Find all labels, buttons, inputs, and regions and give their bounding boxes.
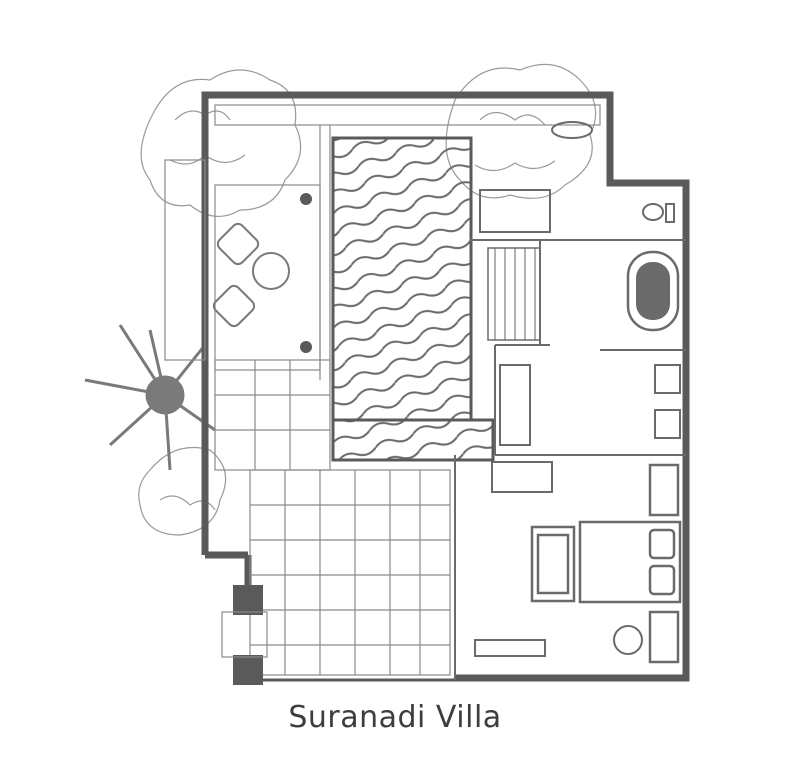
bathroom (470, 239, 686, 456)
sink-icon (479, 121, 681, 439)
toilet-icon (642, 203, 675, 223)
pool (331, 136, 473, 422)
table-icon (252, 252, 290, 290)
paving (214, 359, 451, 676)
entry-block (233, 655, 263, 685)
entry-block (233, 585, 263, 615)
interior-lines (164, 104, 601, 380)
shrub-icon (138, 446, 227, 536)
pool-edge (331, 418, 495, 462)
bathtub-icon (626, 250, 680, 332)
villa-floor-plan (84, 63, 690, 685)
bed-icon (578, 463, 682, 664)
shower (499, 364, 531, 446)
chair-icon (474, 461, 643, 657)
palm-tree-icon (84, 324, 216, 471)
lounge-chairs (212, 222, 290, 328)
stairs (487, 247, 541, 341)
villa-title: Suranadi Villa (288, 700, 502, 735)
sofa-icon (530, 525, 576, 603)
